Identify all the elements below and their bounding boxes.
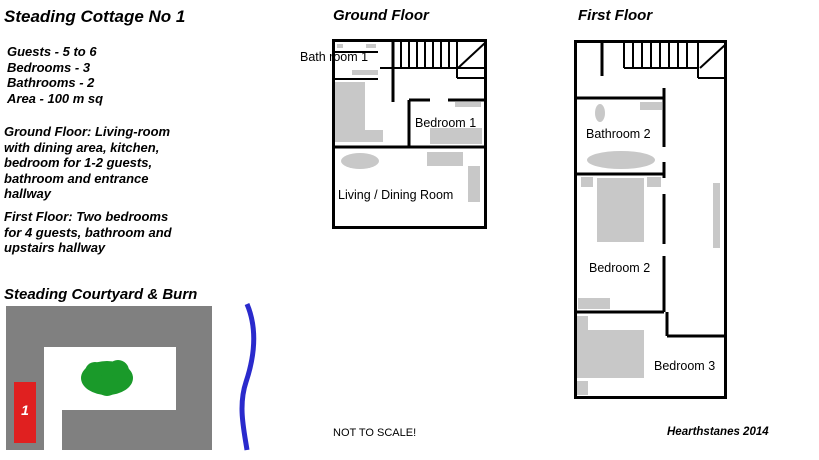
- label-living-dining-room: Living / Dining Room: [338, 188, 454, 202]
- stat-area: Area - 100 m sq: [7, 90, 104, 106]
- label-bedroom-1: Bedroom 1: [415, 116, 477, 130]
- ground-floor-title: Ground Floor: [333, 7, 429, 24]
- burn-stream: [239, 303, 257, 451]
- stat-guests: Guests - 5 to 6: [7, 44, 97, 59]
- bed-2: [597, 178, 644, 242]
- ground-floor-description: Ground Floor: Living-room with dining ar…: [4, 124, 171, 201]
- not-to-scale-note: NOT TO SCALE!: [333, 427, 417, 439]
- bath-2: [587, 151, 655, 169]
- cottage-stats: Guests - 5 to 6 Bedrooms - 3 Bathrooms -…: [7, 44, 103, 106]
- courtyard-title: Steading Courtyard & Burn: [4, 286, 198, 303]
- courtyard-map: [6, 303, 257, 451]
- first-floor-title: First Floor: [578, 7, 653, 24]
- cottage-marker: [14, 382, 36, 443]
- stat-bedrooms: Bedrooms - 3: [7, 59, 91, 75]
- first-floor-plan: [574, 40, 727, 399]
- cottage-title: Steading Cottage No 1: [4, 7, 186, 26]
- label-bedroom-3: Bedroom 3: [654, 359, 716, 373]
- label-bedroom-2: Bedroom 2: [589, 261, 651, 275]
- bed-1: [430, 128, 482, 144]
- courtyard-entrance: [44, 409, 62, 450]
- first-floor-description: First Floor: Two bedrooms for 4 guests, …: [4, 209, 172, 255]
- label-bathroom-2: Bathroom 2: [586, 127, 651, 141]
- cottage-number-label: 1: [21, 402, 29, 418]
- label-bathroom-1: Bath room 1: [300, 50, 369, 64]
- dining-table: [341, 153, 379, 169]
- kitchen-units: [335, 82, 365, 142]
- ground-floor-plan: [332, 39, 487, 229]
- credit-text: Hearthstanes 2014: [667, 426, 769, 438]
- stat-bathrooms: Bathrooms - 2: [7, 75, 95, 90]
- bed-3: [576, 330, 644, 378]
- cabinet: [468, 166, 480, 202]
- sofa: [427, 152, 463, 166]
